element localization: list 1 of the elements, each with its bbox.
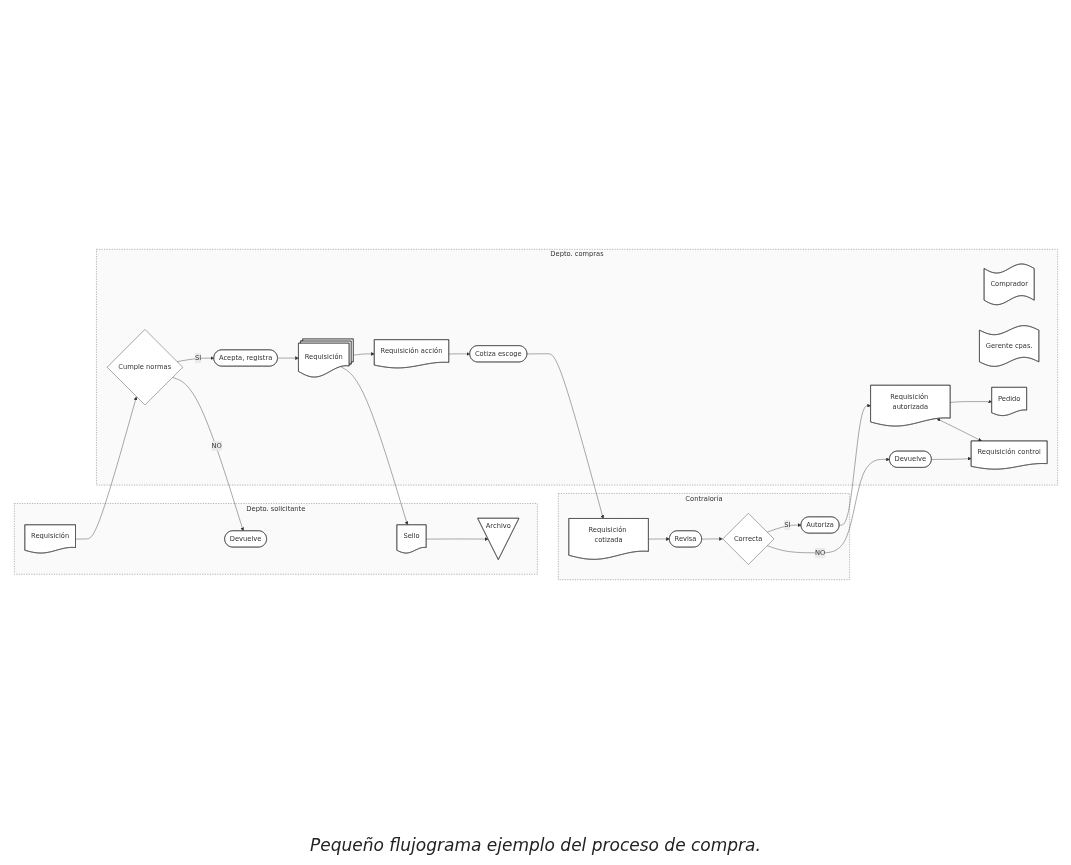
- caption: Pequeño flujograma ejemplo del proceso de compra.: [310, 835, 761, 855]
